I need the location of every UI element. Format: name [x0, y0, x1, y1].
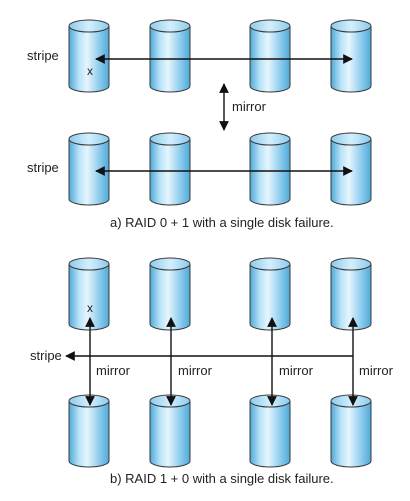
mirror-label-1: mirror	[96, 363, 131, 378]
mirror-label-3: mirror	[279, 363, 314, 378]
raid10-diagram: x mirror mirror mirror mirror stripe b) …	[30, 301, 394, 486]
mirror-label: mirror	[232, 99, 267, 114]
raid01-stripe-bottom-disk-1	[68, 132, 110, 206]
raid01-stripe-top-disk-1	[68, 19, 110, 93]
raid01-stripe-bottom-disk-4	[330, 132, 372, 206]
raid10-top-disk-2	[149, 257, 191, 331]
raid10-bottom-disk-1	[68, 394, 110, 468]
stripe-label: stripe	[30, 348, 62, 363]
raid01-stripe-top-disk-3	[249, 19, 291, 93]
mirror-label-2: mirror	[178, 363, 213, 378]
stripe-label-top: stripe	[27, 48, 59, 63]
disk-group	[68, 19, 372, 468]
raid01-stripe-top-disk-4	[330, 19, 372, 93]
raid10-top-disk-1	[68, 257, 110, 331]
raid01-stripe-bottom-disk-3	[249, 132, 291, 206]
raid10-top-disk-3	[249, 257, 291, 331]
raid10-top-disk-4	[330, 257, 372, 331]
raid01-stripe-bottom-disk-2	[149, 132, 191, 206]
failure-mark: x	[87, 64, 93, 78]
raid10-bottom-disk-4	[330, 394, 372, 468]
stripe-label-bottom: stripe	[27, 160, 59, 175]
raid01-diagram: stripe x mirror stripe a) RAID 0 + 1 wit…	[27, 48, 353, 230]
raid10-bottom-disk-2	[149, 394, 191, 468]
caption-b: b) RAID 1 + 0 with a single disk failure…	[110, 471, 334, 486]
caption-a: a) RAID 0 + 1 with a single disk failure…	[110, 215, 334, 230]
mirror-label-4: mirror	[359, 363, 394, 378]
raid01-stripe-top-disk-2	[149, 19, 191, 93]
failure-mark: x	[87, 301, 93, 315]
raid10-bottom-disk-3	[249, 394, 291, 468]
